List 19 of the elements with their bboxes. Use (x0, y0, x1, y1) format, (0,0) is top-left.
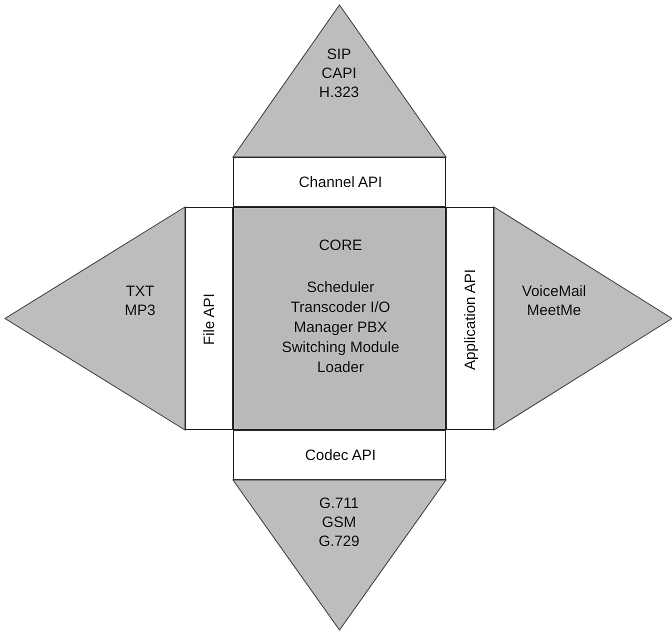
protocol-list: VoiceMail MeetMe (504, 282, 604, 320)
api-band (233, 430, 446, 480)
api-band (185, 207, 233, 430)
api-label: Codec API (304, 446, 377, 465)
api-band (233, 157, 446, 207)
api-label: Channel API (298, 173, 384, 192)
protocol-list: G.711 GSM G.729 (304, 494, 374, 551)
api-band (446, 207, 494, 430)
triangle-panel (5, 207, 185, 430)
module-list: Scheduler Transcoder I/O Manager PBX Switching Module Loader (280, 278, 401, 378)
api-label: Application API (461, 268, 480, 372)
protocol-list: TXT MP3 (115, 282, 165, 320)
protocol-list: SIP CAPI H.323 (309, 45, 369, 102)
api-label: File API (200, 292, 219, 348)
core-box (233, 207, 446, 430)
core-heading: CORE (318, 236, 364, 255)
triangle-panel (233, 480, 446, 630)
triangle-panel (233, 5, 446, 157)
triangle-panel (494, 207, 672, 430)
